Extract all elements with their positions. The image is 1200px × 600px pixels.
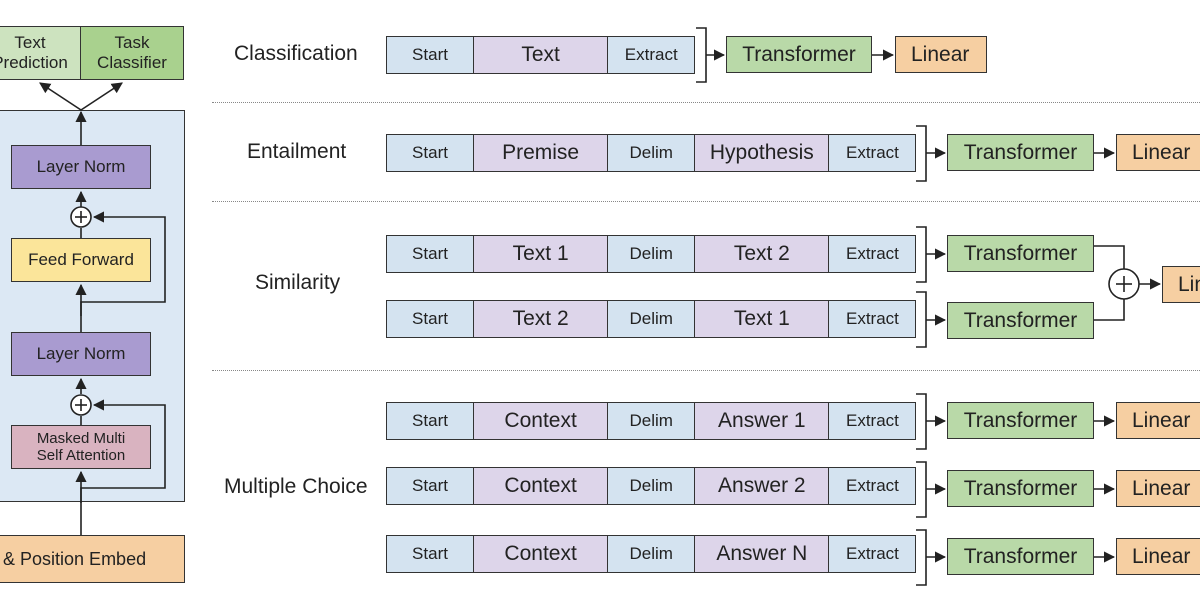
token-start: Start: [386, 402, 474, 440]
token-text-1: Text 1: [472, 235, 609, 273]
token-delim: Delim: [607, 535, 696, 573]
linear-box-2: Linear: [1116, 470, 1200, 507]
token-text-2: Text 2: [472, 300, 609, 338]
token-start: Start: [386, 300, 474, 338]
classification-sequence: Start Text Extract: [386, 36, 696, 74]
token-extract: Extract: [828, 467, 917, 505]
layer-norm-top: Layer Norm: [11, 145, 151, 189]
token-start: Start: [386, 134, 474, 172]
token-extract: Extract: [828, 402, 917, 440]
token-context: Context: [472, 402, 609, 440]
token-answer-2: Answer 2: [693, 467, 830, 505]
token-extract: Extract: [828, 235, 917, 273]
task-classifier-head: Task Classifier: [80, 26, 184, 80]
task-label-similarity: Similarity: [255, 271, 341, 294]
linear-box-3: Linear: [1116, 538, 1200, 575]
feed-forward-box: Feed Forward: [11, 238, 151, 282]
similarity-sequence-1: Start Text 1 Delim Text 2 Extract: [386, 235, 917, 273]
token-extract: Extract: [607, 36, 696, 74]
token-delim: Delim: [607, 300, 696, 338]
token-answer-1: Answer 1: [693, 402, 830, 440]
linear-box: Linear: [1162, 266, 1200, 303]
entailment-sequence: Start Premise Delim Hypothesis Extract: [386, 134, 917, 172]
token-extract: Extract: [828, 300, 917, 338]
transformer-box: Transformer: [947, 134, 1094, 171]
token-context: Context: [472, 535, 609, 573]
transformer-box-3: Transformer: [947, 538, 1094, 575]
token-start: Start: [386, 467, 474, 505]
multiple-choice-sequence-2: Start Context Delim Answer 2 Extract: [386, 467, 917, 505]
token-premise: Premise: [472, 134, 609, 172]
attention-line-2: Self Attention: [36, 447, 126, 464]
token-context: Context: [472, 467, 609, 505]
transformer-box: Transformer: [726, 36, 872, 73]
transformer-box-2: Transformer: [947, 470, 1094, 507]
transformer-box-1: Transformer: [947, 402, 1094, 439]
token-answer-n: Answer N: [693, 535, 830, 573]
token-delim: Delim: [607, 467, 696, 505]
transformer-box-1: Transformer: [947, 235, 1094, 272]
multiple-choice-sequence-3: Start Context Delim Answer N Extract: [386, 535, 917, 573]
transformer-box-2: Transformer: [947, 302, 1094, 339]
task-label-entailment: Entailment: [247, 140, 347, 163]
text-prediction-head: Text Prediction: [0, 26, 82, 80]
task-classifier-line-1: Task: [114, 33, 150, 53]
task-label-classification: Classification: [234, 42, 358, 65]
text-prediction-line-2: Prediction: [0, 53, 68, 72]
token-delim: Delim: [607, 402, 696, 440]
text-position-embed-box: Text & Position Embed: [0, 535, 185, 583]
task-label-multiple-choice: Multiple Choice: [224, 475, 368, 498]
token-extract: Extract: [828, 134, 917, 172]
token-start: Start: [386, 36, 474, 74]
layer-norm-bottom: Layer Norm: [11, 332, 151, 376]
token-start: Start: [386, 535, 474, 573]
linear-box: Linear: [895, 36, 987, 73]
token-text: Text: [472, 36, 609, 74]
masked-self-attention-box: Masked Multi Self Attention: [11, 425, 151, 469]
linear-box: Linear: [1116, 134, 1200, 171]
separator-1: [212, 102, 1200, 103]
attention-line-1: Masked Multi: [36, 429, 126, 447]
separator-3: [212, 370, 1200, 371]
task-classifier-line-2: Classifier: [97, 53, 167, 72]
linear-box-1: Linear: [1116, 402, 1200, 439]
separator-2: [212, 201, 1200, 202]
similarity-sequence-2: Start Text 2 Delim Text 1 Extract: [386, 300, 917, 338]
text-prediction-line-1: Text: [14, 33, 46, 53]
token-extract: Extract: [828, 535, 917, 573]
token-text-2: Text 2: [693, 235, 830, 273]
token-start: Start: [386, 235, 474, 273]
token-hypothesis: Hypothesis: [693, 134, 830, 172]
multiple-choice-sequence-1: Start Context Delim Answer 1 Extract: [386, 402, 917, 440]
token-delim: Delim: [607, 235, 696, 273]
token-text-1: Text 1: [693, 300, 830, 338]
token-delim: Delim: [607, 134, 696, 172]
